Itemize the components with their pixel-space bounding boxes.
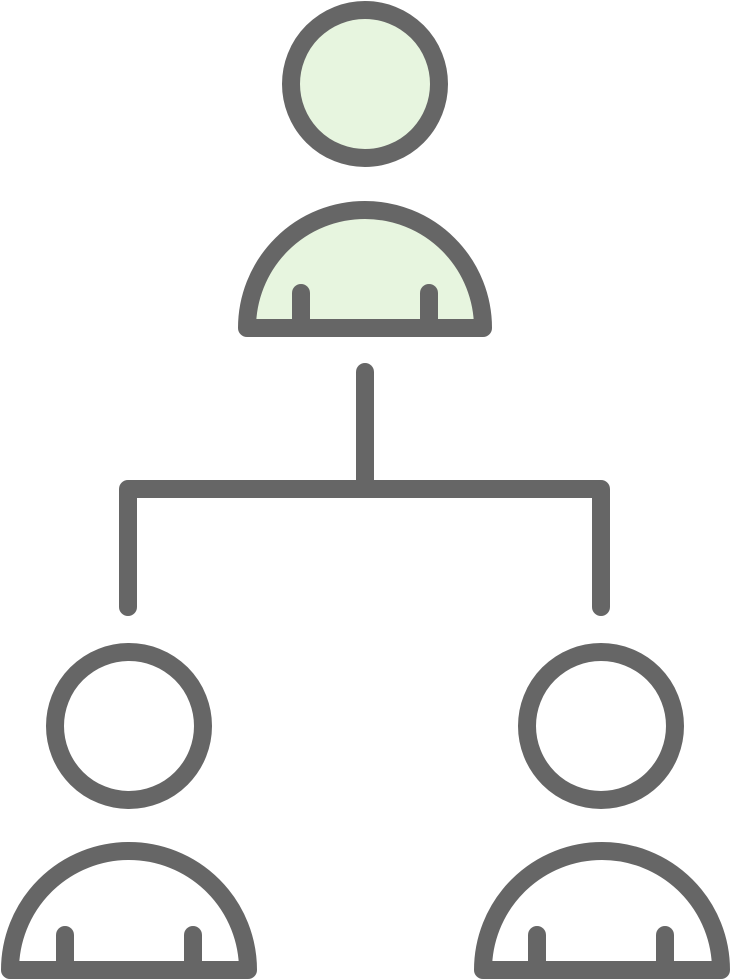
manager-body <box>238 201 492 337</box>
hierarchy-connector <box>119 363 610 616</box>
subordinate-left-body <box>1 842 257 979</box>
manager-head <box>282 1 448 167</box>
manager-person-icon <box>238 1 492 337</box>
connector-branch <box>119 480 610 616</box>
subordinate-right-head <box>518 643 684 809</box>
subordinate-left-person-icon <box>1 643 257 979</box>
subordinate-right-body <box>474 842 730 979</box>
subordinate-left-head <box>46 643 212 809</box>
subordinate-right-person-icon <box>474 643 730 979</box>
